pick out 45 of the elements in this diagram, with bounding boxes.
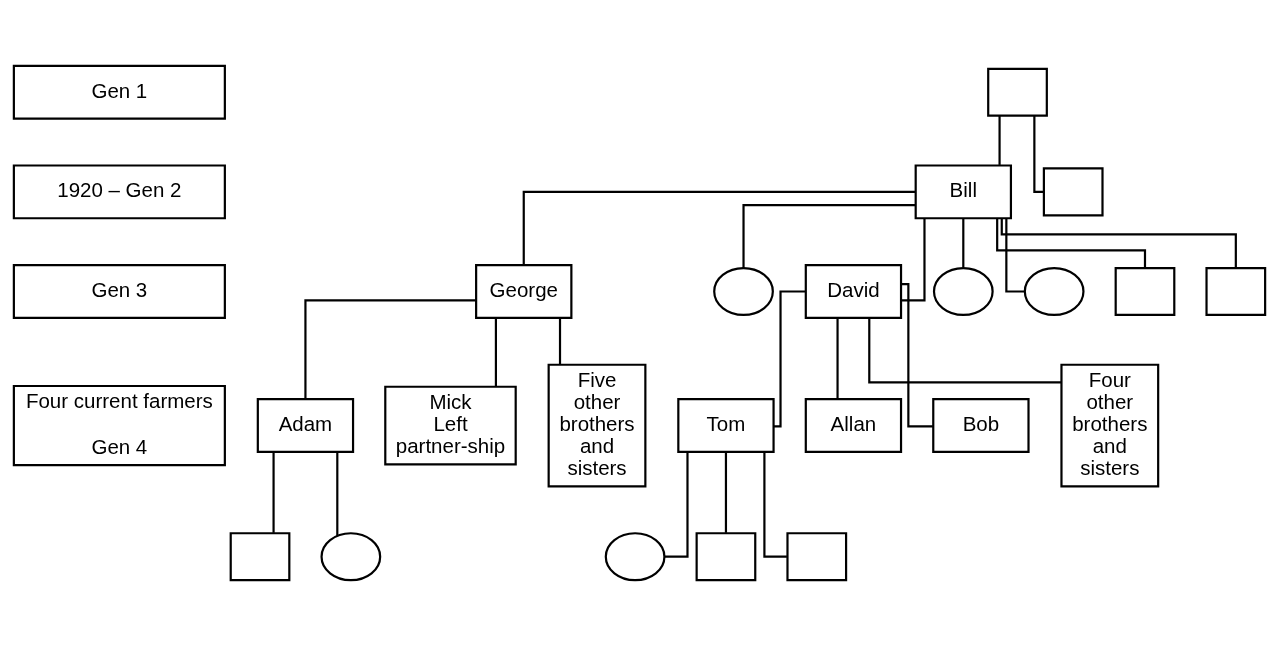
connector — [272, 452, 275, 533]
connector — [336, 452, 339, 536]
node-circle — [1023, 266, 1085, 317]
connector — [901, 218, 926, 302]
node-box — [229, 532, 291, 582]
node-box — [786, 532, 848, 582]
connector — [962, 218, 965, 268]
node-box: Four current farmers Gen 4 — [12, 384, 226, 467]
connector — [664, 452, 689, 558]
node-box — [1114, 266, 1176, 317]
node-box: Gen 3 — [12, 264, 226, 319]
node-circle — [713, 266, 774, 317]
connector — [763, 452, 787, 558]
node-circle — [320, 532, 382, 582]
node-box: Five other brothers and sisters — [547, 363, 647, 488]
node-circle — [932, 266, 994, 317]
node-box: Mick Left partner-ship — [384, 385, 517, 466]
connector — [998, 115, 1001, 165]
node-box: Adam — [256, 398, 355, 454]
node-box: Tom — [677, 398, 775, 454]
connector — [304, 299, 476, 399]
connector — [901, 283, 933, 428]
connector — [558, 318, 562, 365]
node-box: Four other brothers and sisters — [1060, 363, 1160, 488]
connector — [724, 452, 728, 533]
connector — [773, 290, 806, 428]
connector — [522, 190, 916, 265]
node-box — [1042, 167, 1104, 217]
connector — [1000, 218, 1237, 268]
connector — [742, 203, 916, 268]
node-box: 1920 – Gen 2 — [12, 164, 226, 220]
node-box: Bill — [914, 164, 1012, 220]
node-box: Bob — [932, 398, 1030, 454]
node-circle — [604, 532, 666, 582]
node-box: George — [475, 264, 573, 319]
connector — [836, 318, 839, 400]
node-box: David — [804, 264, 903, 319]
node-box — [987, 67, 1048, 117]
node-box — [695, 532, 757, 582]
node-box: Gen 1 — [12, 64, 226, 120]
connector — [1033, 115, 1044, 193]
connector — [868, 318, 1062, 384]
connector — [494, 318, 497, 387]
node-box: Allan — [804, 398, 903, 454]
node-box — [1205, 266, 1267, 317]
